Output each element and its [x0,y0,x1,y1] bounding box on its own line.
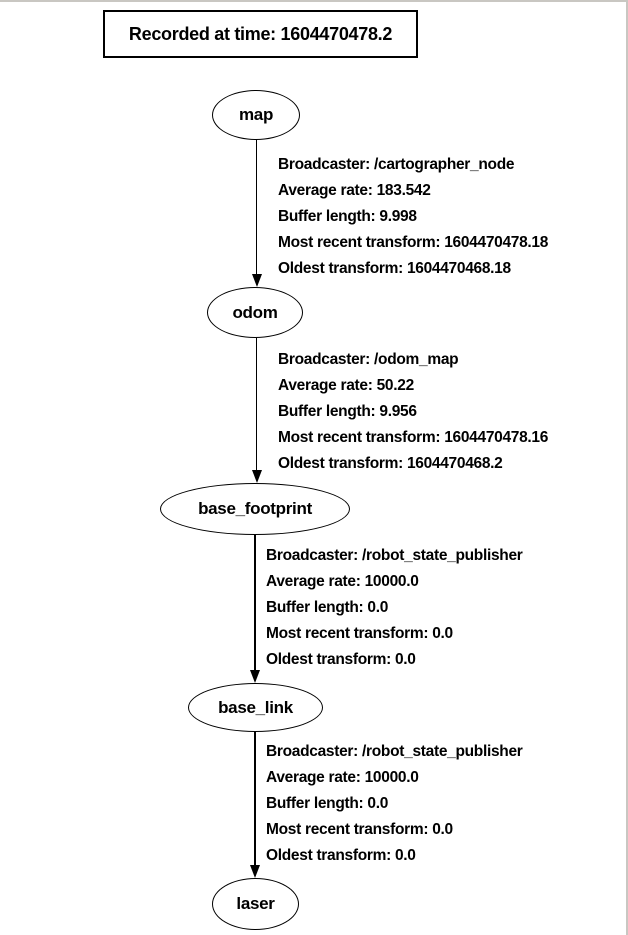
edge-label: Broadcaster: /cartographer_node Average … [278,152,548,282]
edge-most-recent-transform-text: Most recent transform: 0.0 [266,625,453,642]
edge-broadcaster-text: Broadcaster: /odom_map [278,351,459,368]
edge-broadcaster-text: Broadcaster: /robot_state_publisher [266,547,523,564]
edge-buffer-length-text: Buffer length: 9.956 [278,403,417,420]
tf-node-label: base_link [218,697,293,717]
edge-oldest-transform-text: Oldest transform: 0.0 [266,847,416,864]
edge-line [255,338,258,471]
edge-line [254,732,256,866]
graph-timestamp-label: Recorded at time: 1604470478.2 [128,23,393,44]
edge-label: Broadcaster: /robot_state_publisher Aver… [266,543,523,673]
tf-node-odom: odom [207,287,303,338]
edge-buffer-length-text: Buffer length: 0.0 [266,795,389,812]
tf-node-label: laser [236,894,275,913]
edge-oldest-transform-text: Oldest transform: 1604470468.2 [278,455,503,472]
edge-line [254,535,256,671]
edge-average-rate-text: Average rate: 183.542 [278,182,431,199]
arrow-down-icon [250,865,260,878]
edge-label: Broadcaster: /odom_map Average rate: 50.… [278,347,548,477]
edge-broadcaster-text: Broadcaster: /cartographer_node [278,156,515,173]
view-border-top [0,0,628,2]
tf-node-label: base_footprint [198,499,312,518]
edge-buffer-length-text: Buffer length: 0.0 [266,599,389,616]
edge-most-recent-transform-text: Most recent transform: 1604470478.16 [278,429,549,446]
tf-node-laser: laser [212,878,299,930]
edge-average-rate-text: Average rate: 10000.0 [266,573,419,590]
edge-most-recent-transform-text: Most recent transform: 0.0 [266,821,453,838]
arrow-down-icon [250,670,260,683]
tf-node-map: map [212,90,300,140]
graph-timestamp-box: Recorded at time: 1604470478.2 [103,10,418,58]
arrow-down-icon [251,470,262,483]
edge-average-rate-text: Average rate: 10000.0 [266,769,419,786]
edge-oldest-transform-text: Oldest transform: 1604470468.18 [278,260,511,277]
edge-average-rate-text: Average rate: 50.22 [278,377,414,394]
tf-node-label: odom [232,302,278,322]
tf-node-label: map [238,105,274,124]
edge-oldest-transform-text: Oldest transform: 0.0 [266,651,416,668]
edge-line [255,140,258,275]
view-border-right [626,0,628,935]
tf-node-base_link: base_link [188,683,323,732]
tf-node-base_footprint: base_footprint [160,483,350,535]
edge-label: Broadcaster: /robot_state_publisher Aver… [266,739,523,869]
edge-most-recent-transform-text: Most recent transform: 1604470478.18 [278,234,549,251]
arrow-down-icon [251,274,262,287]
edge-buffer-length-text: Buffer length: 9.998 [278,208,417,225]
edge-broadcaster-text: Broadcaster: /robot_state_publisher [266,743,523,760]
